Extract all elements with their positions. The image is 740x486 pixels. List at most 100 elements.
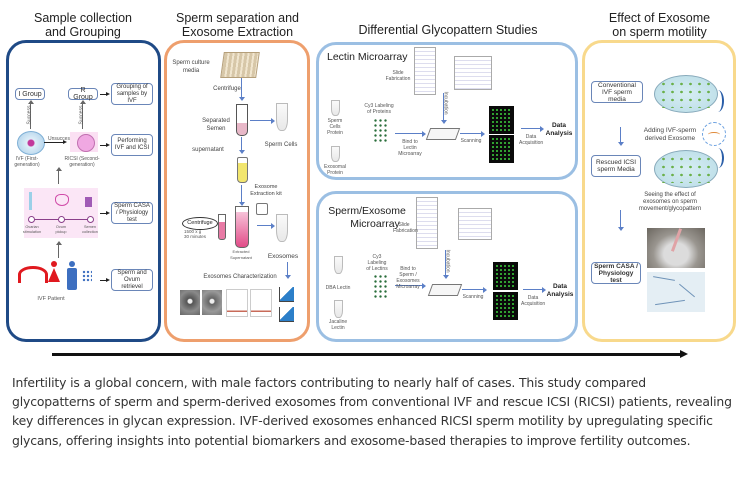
scanning-label: Scanning [462,294,484,300]
icsi-dish-icon [654,150,718,188]
panel-sperm-exosome-microarray [316,191,578,342]
timeline-label: Semen collection [82,225,98,234]
arrow-icon [250,117,275,125]
title-line: Sample collection [34,11,132,25]
lectin-tube [334,300,343,318]
title-line: on sperm motility [612,25,707,39]
casa-box: Sperm CASA / Physiology test [591,262,641,284]
title-line: Exosome Extraction [181,25,294,39]
arrow-icon [238,137,246,154]
supernatant-label: supernatant [192,147,224,153]
slide-layout-image [416,197,438,249]
sperm-icon [82,270,92,282]
curved-arrow-icon [712,148,724,168]
lectin-tube [334,256,343,274]
lectin-table-image [454,56,492,90]
incubation-arrow-icon [440,93,448,124]
timeline-arrow-icon [52,350,688,357]
centrifuge-param: 30 minutes [184,234,207,239]
arrow-icon [284,262,292,279]
arrow-icon [100,91,110,97]
incubation-arrow-icon [442,250,450,279]
slide-fabrication-label: Slide Fabrication [385,70,411,82]
timeline-node [87,216,94,223]
culture-media-label: Sperm culture media [172,60,210,74]
protein-icon [373,118,387,142]
seeing-effect-label: Seeing the effect of exosomes on sperm m… [638,192,702,212]
input-label: DBA Lectin [325,285,351,291]
column-title-sperm-separation: Sperm separation and Exosome Extraction [160,11,315,39]
arrow-icon [617,127,625,146]
exosomes-tube [276,214,288,242]
arrow-icon [523,286,546,294]
adding-exosome-label: Adding IVF-sperm derived Exosome [643,127,697,142]
input-label: Jacaline Lectin [328,319,348,331]
histogram-1 [279,287,294,302]
title-line: Sperm separation and [176,11,299,25]
heading-line: Sperm/Exosome [328,205,406,217]
arrow-icon [395,282,426,290]
arrow-icon [238,78,246,101]
centrifuge-oval: Centrifuge [182,217,218,230]
characterization-label: Exosomes Characterization [203,274,277,280]
sperm-microscopy-photo [647,272,705,312]
arrow-icon [55,167,63,184]
column-title-glycopattern: Differential Glycopattern Studies [358,23,538,37]
pink-tube-small [218,214,226,240]
ricsi-cell-icon [70,132,98,152]
acquisition-label: Data Acquisition [519,134,544,146]
step-casa-box: Sperm CASA / Physiology test [111,202,153,224]
extracted-supernatant-tube [235,206,249,248]
r-group-box: R Group [68,87,98,101]
step-retrieval-box: Sperm and Ovum retrievel [111,269,153,291]
bind-label: Bind to Lectin Microarray [398,139,422,157]
title-line: Effect of Exosome [608,11,711,25]
nta-plot-1 [226,289,248,317]
sample-table-image [458,208,492,240]
separated-semen-tube [236,104,248,136]
patient-label: IVF Patient [37,296,65,302]
unsuccess-label: Unsuccess [48,136,73,142]
microarray-slide-icon [425,128,461,140]
arrow-icon [238,185,246,206]
scan-result-bottom [489,135,514,163]
heading-line: Microarray [350,218,400,230]
extraction-kit-label: Exosome Extraction kit [250,184,282,197]
arrow-icon [257,222,275,230]
slide-fabrication-label: Slide Fabrication [393,222,418,234]
centrifuge-param: 1500 x g [184,229,202,234]
timeline-label: Ovum pickup [55,225,67,234]
labeling-label: Cy3 Labeling of Lectins [366,254,388,272]
arrow-icon [521,125,544,133]
sperm-cells-tube [276,103,288,131]
step-performing-box: Performing IVF and ICSI [111,134,153,156]
syringe-icon [29,192,32,210]
column-title-sample-collection: Sample collection and Grouping [8,11,158,39]
timeline-node [58,216,65,223]
cup-icon [85,197,92,207]
arrow-icon [617,210,625,231]
arrow-icon [462,286,487,294]
ivf-label: IVF (First-generation) [14,156,40,168]
uterus-red-icon [18,266,48,283]
extracted-supernatant-label: Extracted Supernatant [230,249,252,260]
culture-rack-icon [220,52,260,78]
step-grouping-box: Grouping of samples by IVF [111,83,153,105]
uterus-icon [55,194,69,206]
scan-result-top [489,106,514,134]
success-label: Success [26,105,33,125]
histogram-2 [279,307,294,322]
analysis-label: Data Analysis [545,122,573,137]
labeling-label: Cy3 Labeling of Proteins [364,103,394,115]
incubation-label: Incubation [444,249,451,273]
title-line: and Grouping [45,25,121,39]
exosome-icon [702,122,726,146]
ivf-dish-icon [654,75,718,113]
rescued-icsi-box: Rescued ICSI sperm Media [591,155,641,177]
kit-bottle-icon [256,203,268,215]
column-title-exosome-effect: Effect of Exosome on sperm motility [582,11,737,39]
male-patient-icon [67,261,77,291]
lectin-molecule-icon [373,274,387,298]
arrow-icon [44,139,67,145]
ivf-cell-icon [17,131,45,155]
